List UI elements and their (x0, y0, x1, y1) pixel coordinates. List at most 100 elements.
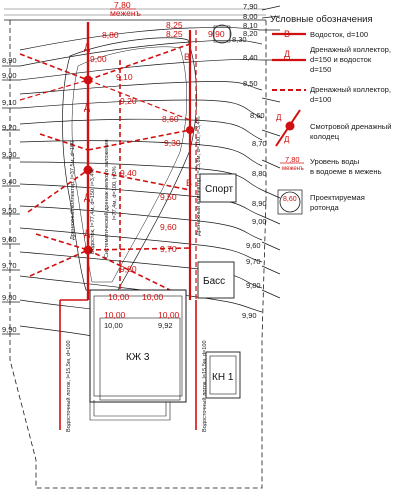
svg-text:Д: Д (276, 113, 282, 122)
inspection-wells (83, 75, 194, 255)
svg-text:Спорт: Спорт (205, 184, 234, 195)
right-levels: 7,90 8,00 8,20 8,40 8,50 8,60 8,70 8,80 … (243, 2, 267, 226)
svg-text:ротонда: ротонда (310, 203, 340, 212)
svg-text:10,00: 10,00 (104, 321, 123, 330)
svg-text:Водосточный лоток, l=15,5м, d=: Водосточный лоток, l=15,5м, d=100 (65, 340, 72, 432)
svg-text:9,80: 9,80 (2, 293, 17, 302)
svg-text:9,20: 9,20 (120, 96, 137, 106)
tag-d-3: Д (84, 192, 90, 202)
svg-text:8,80: 8,80 (252, 169, 267, 178)
svg-text:7,90: 7,90 (243, 2, 258, 11)
svg-text:8,00: 8,00 (243, 12, 258, 21)
building-sport: Спорт (199, 173, 237, 203)
svg-text:l=77,4м, d=100, i=3%: l=77,4м, d=100, i=3% (112, 166, 118, 220)
right-side-levels: 9,60 9,70 9,80 9,90 (242, 241, 261, 320)
svg-text:В: В (284, 29, 290, 39)
svg-text:9,92: 9,92 (158, 321, 173, 330)
svg-text:9,70: 9,70 (2, 261, 17, 270)
svg-text:8,30: 8,30 (232, 35, 247, 44)
svg-text:Дренажный коллектор, l=23,8м,: Дренажный коллектор, l=23,8м, d=100, i=3… (195, 116, 202, 236)
svg-text:9,50: 9,50 (2, 206, 17, 215)
water-level-top-sub: меженъ (110, 8, 141, 18)
svg-text:Систематический дренаж мелкого: Систематический дренаж мелкого заложения (103, 139, 110, 258)
tag-d-2: Д (84, 102, 90, 112)
svg-text:колодец: колодец (310, 132, 340, 141)
contour-lines (19, 27, 263, 337)
water-level-top: 7,80 (114, 0, 131, 10)
tag-d-4: Д (84, 228, 90, 238)
svg-text:8,80: 8,80 (102, 30, 119, 40)
svg-text:Д: Д (284, 49, 290, 59)
building-kzh3: КЖ 3 (89, 289, 187, 421)
walkway-inner (71, 46, 188, 283)
svg-text:d=100: d=100 (310, 95, 331, 104)
water-body-hatch (4, 6, 266, 20)
svg-text:Д: Д (284, 135, 290, 144)
svg-text:8,10: 8,10 (243, 21, 258, 30)
well-1 (83, 75, 93, 85)
svg-text:d=150: d=150 (310, 65, 331, 74)
svg-text:9,10: 9,10 (116, 72, 133, 82)
svg-text:9,00: 9,00 (90, 54, 107, 64)
svg-text:9,00: 9,00 (2, 71, 17, 80)
svg-text:Уровень воды: Уровень воды (310, 157, 359, 166)
svg-text:9,70: 9,70 (160, 244, 177, 254)
svg-text:Водосток, l=77,4м, d=150, i=3,: Водосток, l=77,4м, d=150, i=3,4% (90, 168, 96, 254)
svg-text:9,40: 9,40 (120, 168, 137, 178)
svg-text:КЖ 3: КЖ 3 (126, 352, 150, 363)
svg-text:8,20: 8,20 (243, 29, 258, 38)
svg-text:9,90: 9,90 (208, 29, 225, 39)
svg-text:9,30: 9,30 (2, 150, 17, 159)
well-2 (83, 165, 93, 175)
svg-text:9,30: 9,30 (164, 138, 181, 148)
building-corner-levels: 10,00 10,00 10,00 10,00 10,00 9,92 (104, 292, 180, 330)
svg-text:9,80: 9,80 (120, 264, 137, 274)
svg-text:Басс: Басс (203, 276, 225, 287)
svg-text:8,25: 8,25 (166, 29, 183, 39)
contour-labels: 8,80 9,00 9,10 9,20 8,60 9,30 9,40 9,50 … (90, 20, 183, 274)
svg-text:d=150 и водосток: d=150 и водосток (310, 55, 372, 64)
well-4 (186, 126, 194, 134)
tag-d-1: Д (84, 42, 90, 52)
svg-text:9,60: 9,60 (160, 222, 177, 232)
svg-text:8,90: 8,90 (2, 56, 17, 65)
walkway-loop (62, 37, 197, 291)
rotunda: 9,90 (208, 24, 232, 44)
svg-text:9,90: 9,90 (2, 325, 17, 334)
tag-v-1: В (184, 52, 190, 62)
svg-text:9,90: 9,90 (242, 311, 257, 320)
svg-text:8,70: 8,70 (252, 139, 267, 148)
svg-text:в водоеме в межень: в водоеме в межень (310, 167, 382, 176)
tag-v-2: В (186, 178, 192, 188)
building-pool: Басс (197, 261, 235, 299)
left-edge-ticks (2, 65, 20, 335)
svg-text:Дренажный коллектор,: Дренажный коллектор, (310, 85, 391, 94)
well-3 (83, 245, 93, 255)
left-levels: 8,90 9,00 9,10 9,20 9,30 9,40 9,50 9,60 … (2, 56, 17, 334)
svg-text:9,60: 9,60 (246, 241, 261, 250)
svg-text:10,00: 10,00 (158, 310, 180, 320)
svg-text:9,60: 9,60 (2, 235, 17, 244)
svg-text:КН 1: КН 1 (212, 372, 234, 383)
svg-text:9,40: 9,40 (2, 177, 17, 186)
svg-text:9,10: 9,10 (2, 98, 17, 107)
svg-text:Водосток, d=100: Водосток, d=100 (310, 30, 368, 39)
building-kn1: КН 1 (205, 351, 241, 399)
svg-text:Дренажный коллектор, l=37,5м,: Дренажный коллектор, l=37,5м, d=150 (69, 141, 76, 240)
pipe-annotations: Дренажный коллектор, l=37,5м, d=150 Водо… (65, 116, 208, 432)
svg-text:9,20: 9,20 (2, 123, 17, 132)
svg-text:Смотровой дренажный: Смотровой дренажный (310, 122, 391, 131)
svg-text:8,40: 8,40 (243, 53, 258, 62)
svg-text:10,00: 10,00 (142, 292, 164, 302)
site-boundary (9, 20, 267, 489)
right-edge-ticks (261, 5, 281, 299)
svg-text:9,80: 9,80 (246, 281, 261, 290)
drainage-network (19, 22, 197, 430)
svg-text:9,50: 9,50 (160, 192, 177, 202)
svg-text:9,00: 9,00 (252, 217, 267, 226)
svg-text:Проектируемая: Проектируемая (310, 193, 365, 202)
svg-text:8,60: 8,60 (283, 196, 297, 203)
svg-text:Дренажный коллектор,: Дренажный коллектор, (310, 45, 391, 54)
svg-text:8,90: 8,90 (252, 199, 267, 208)
